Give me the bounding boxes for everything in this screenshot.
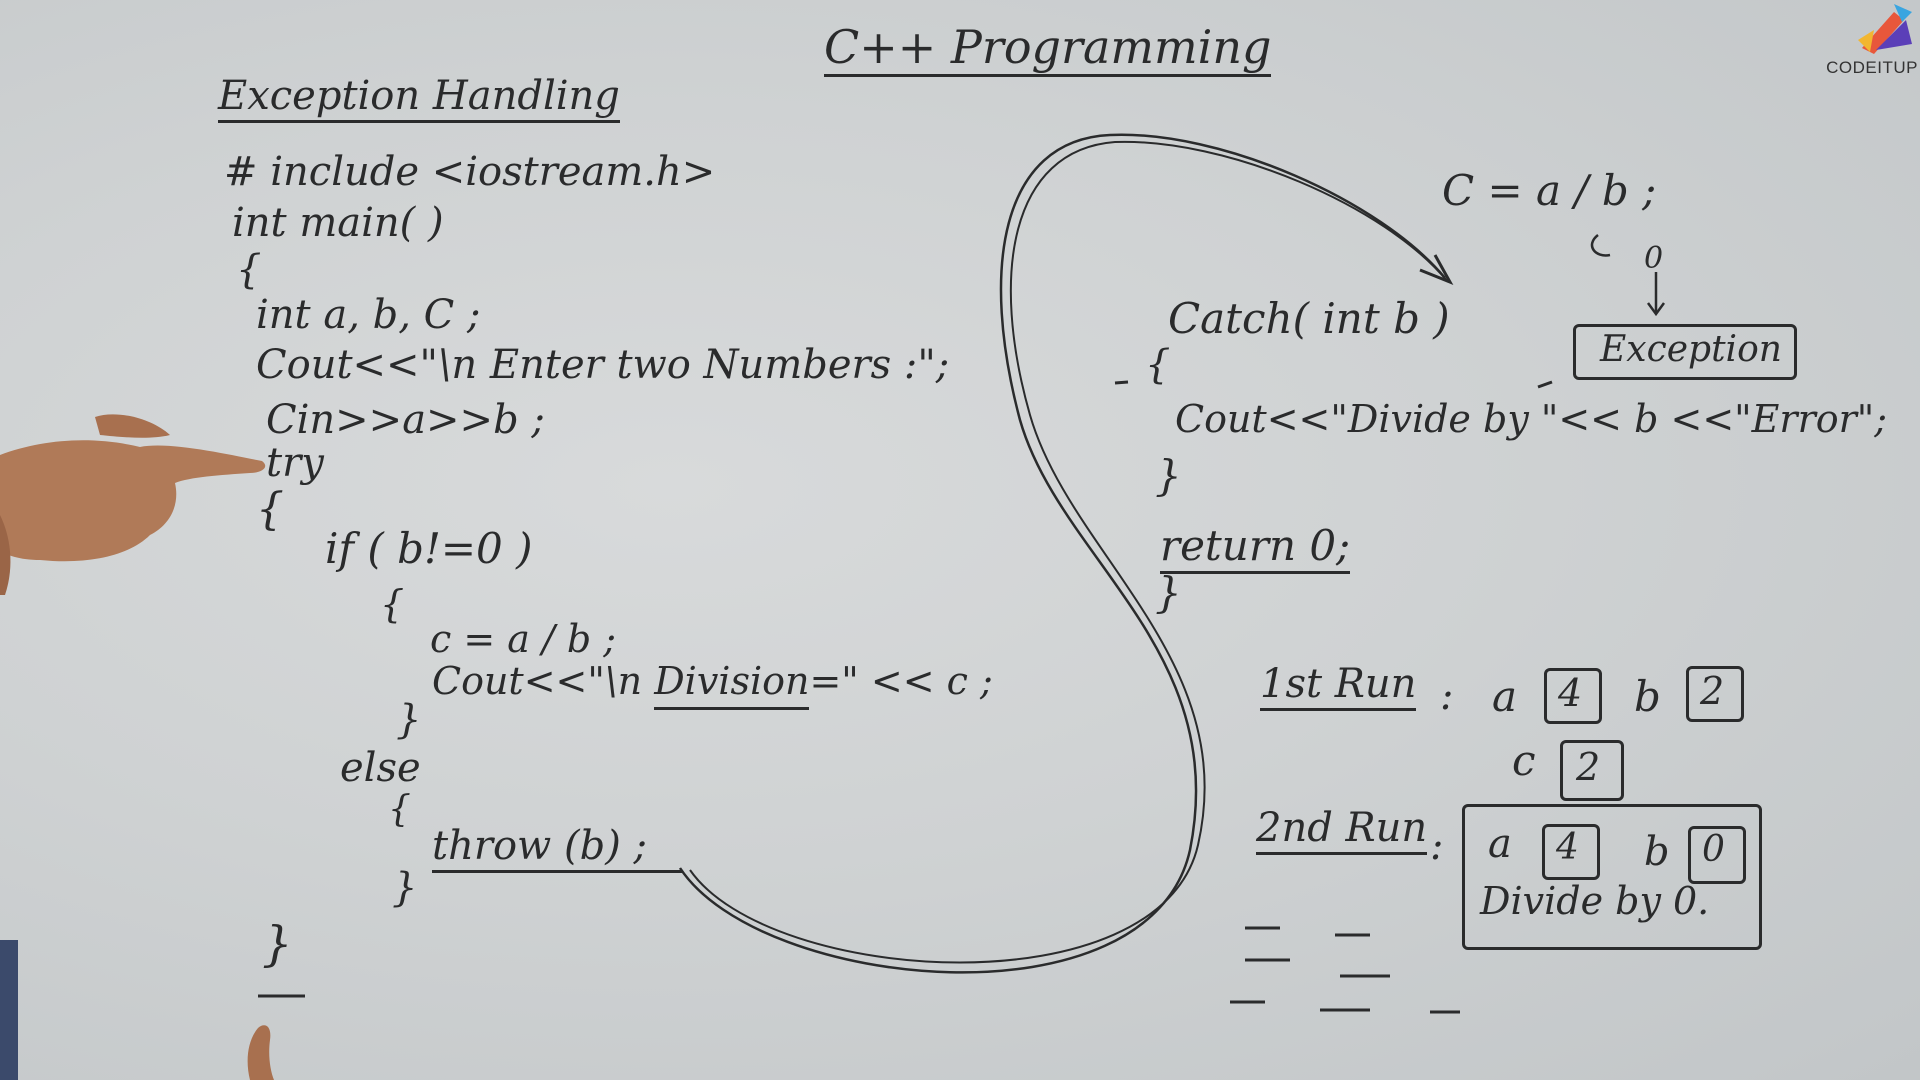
exception-box: [1573, 324, 1797, 380]
cout-division-suffix: =" << c ;: [809, 659, 993, 703]
code-else: else: [340, 745, 421, 791]
run2-b-label: b: [1644, 829, 1670, 875]
code-close-if: }: [396, 697, 422, 743]
run1-a-value: 4: [1558, 671, 1583, 715]
code-cin: Cin>>a>>b ;: [266, 397, 545, 443]
run1-b-label: b: [1634, 672, 1661, 721]
catch-open: {: [1145, 342, 1171, 388]
run2-label: 2nd Run: [1256, 808, 1428, 855]
code-throw: throw (b) ;: [432, 826, 682, 873]
run2-a-value: 4: [1556, 827, 1579, 868]
run2-a-label: a: [1488, 821, 1512, 867]
note-zero: 0: [1644, 241, 1664, 276]
code-if: if ( b!=0 ): [325, 524, 533, 573]
presenter-hand: [0, 414, 266, 595]
brand-name: CODEITUP: [1826, 58, 1918, 77]
code-open-if: {: [380, 582, 405, 626]
catch-cout: Cout<<"Divide by "<< b <<"Error";: [1175, 397, 1888, 441]
codeitup-logo-icon: [1858, 4, 1912, 54]
code-try: try: [266, 440, 324, 486]
run1-a-box: [1544, 668, 1602, 724]
code-open-else: {: [388, 789, 411, 830]
run2-a-box: [1542, 824, 1600, 880]
presenter-sleeve: [0, 940, 18, 1080]
run1-a-label: a: [1492, 672, 1518, 721]
note-expression: C = a / b ;: [1442, 166, 1657, 215]
code-return: return 0;: [1160, 525, 1351, 574]
run2-colon: :: [1430, 823, 1444, 869]
topic-heading: Exception Handling: [218, 76, 620, 123]
code-decl: int a, b, C ;: [256, 292, 481, 338]
run2-result-box: [1462, 804, 1762, 950]
run1-b-value: 2: [1700, 669, 1725, 713]
run1-label: 1st Run: [1260, 664, 1417, 711]
code-open-main: {: [236, 247, 262, 293]
run2-result: Divide by 0.: [1480, 879, 1710, 923]
code-cout-prompt: Cout<<"\n Enter two Numbers :";: [256, 342, 950, 388]
code-close-try: }: [262, 916, 293, 972]
catch-header: Catch( int b ): [1168, 294, 1450, 343]
presenter-finger-bottom: [247, 1025, 274, 1080]
run1-c-value: 2: [1576, 745, 1601, 789]
run1-c-label: c: [1512, 736, 1536, 785]
code-close-else: }: [392, 865, 418, 911]
run1-colon: :: [1440, 673, 1454, 719]
code-open-try: {: [256, 484, 284, 535]
note-exception: Exception: [1600, 329, 1782, 370]
code-close-main: }: [1155, 568, 1182, 617]
run1-b-box: [1686, 666, 1744, 722]
board-title: C++ Programming: [824, 24, 1272, 77]
cout-division-prefix: Cout<<"\n: [432, 659, 655, 703]
code-cout-division: Cout<<"\n Division=" << c ;: [432, 659, 993, 710]
code-main: int main( ): [232, 200, 444, 246]
cout-division-word: Division: [654, 659, 810, 710]
run2-b-value: 0: [1702, 829, 1725, 870]
run2-b-box: [1688, 826, 1746, 884]
catch-close: }: [1155, 451, 1182, 500]
code-assign: c = a / b ;: [430, 617, 617, 661]
run1-c-box: [1560, 740, 1624, 801]
code-include: # include <iostream.h>: [224, 149, 716, 195]
